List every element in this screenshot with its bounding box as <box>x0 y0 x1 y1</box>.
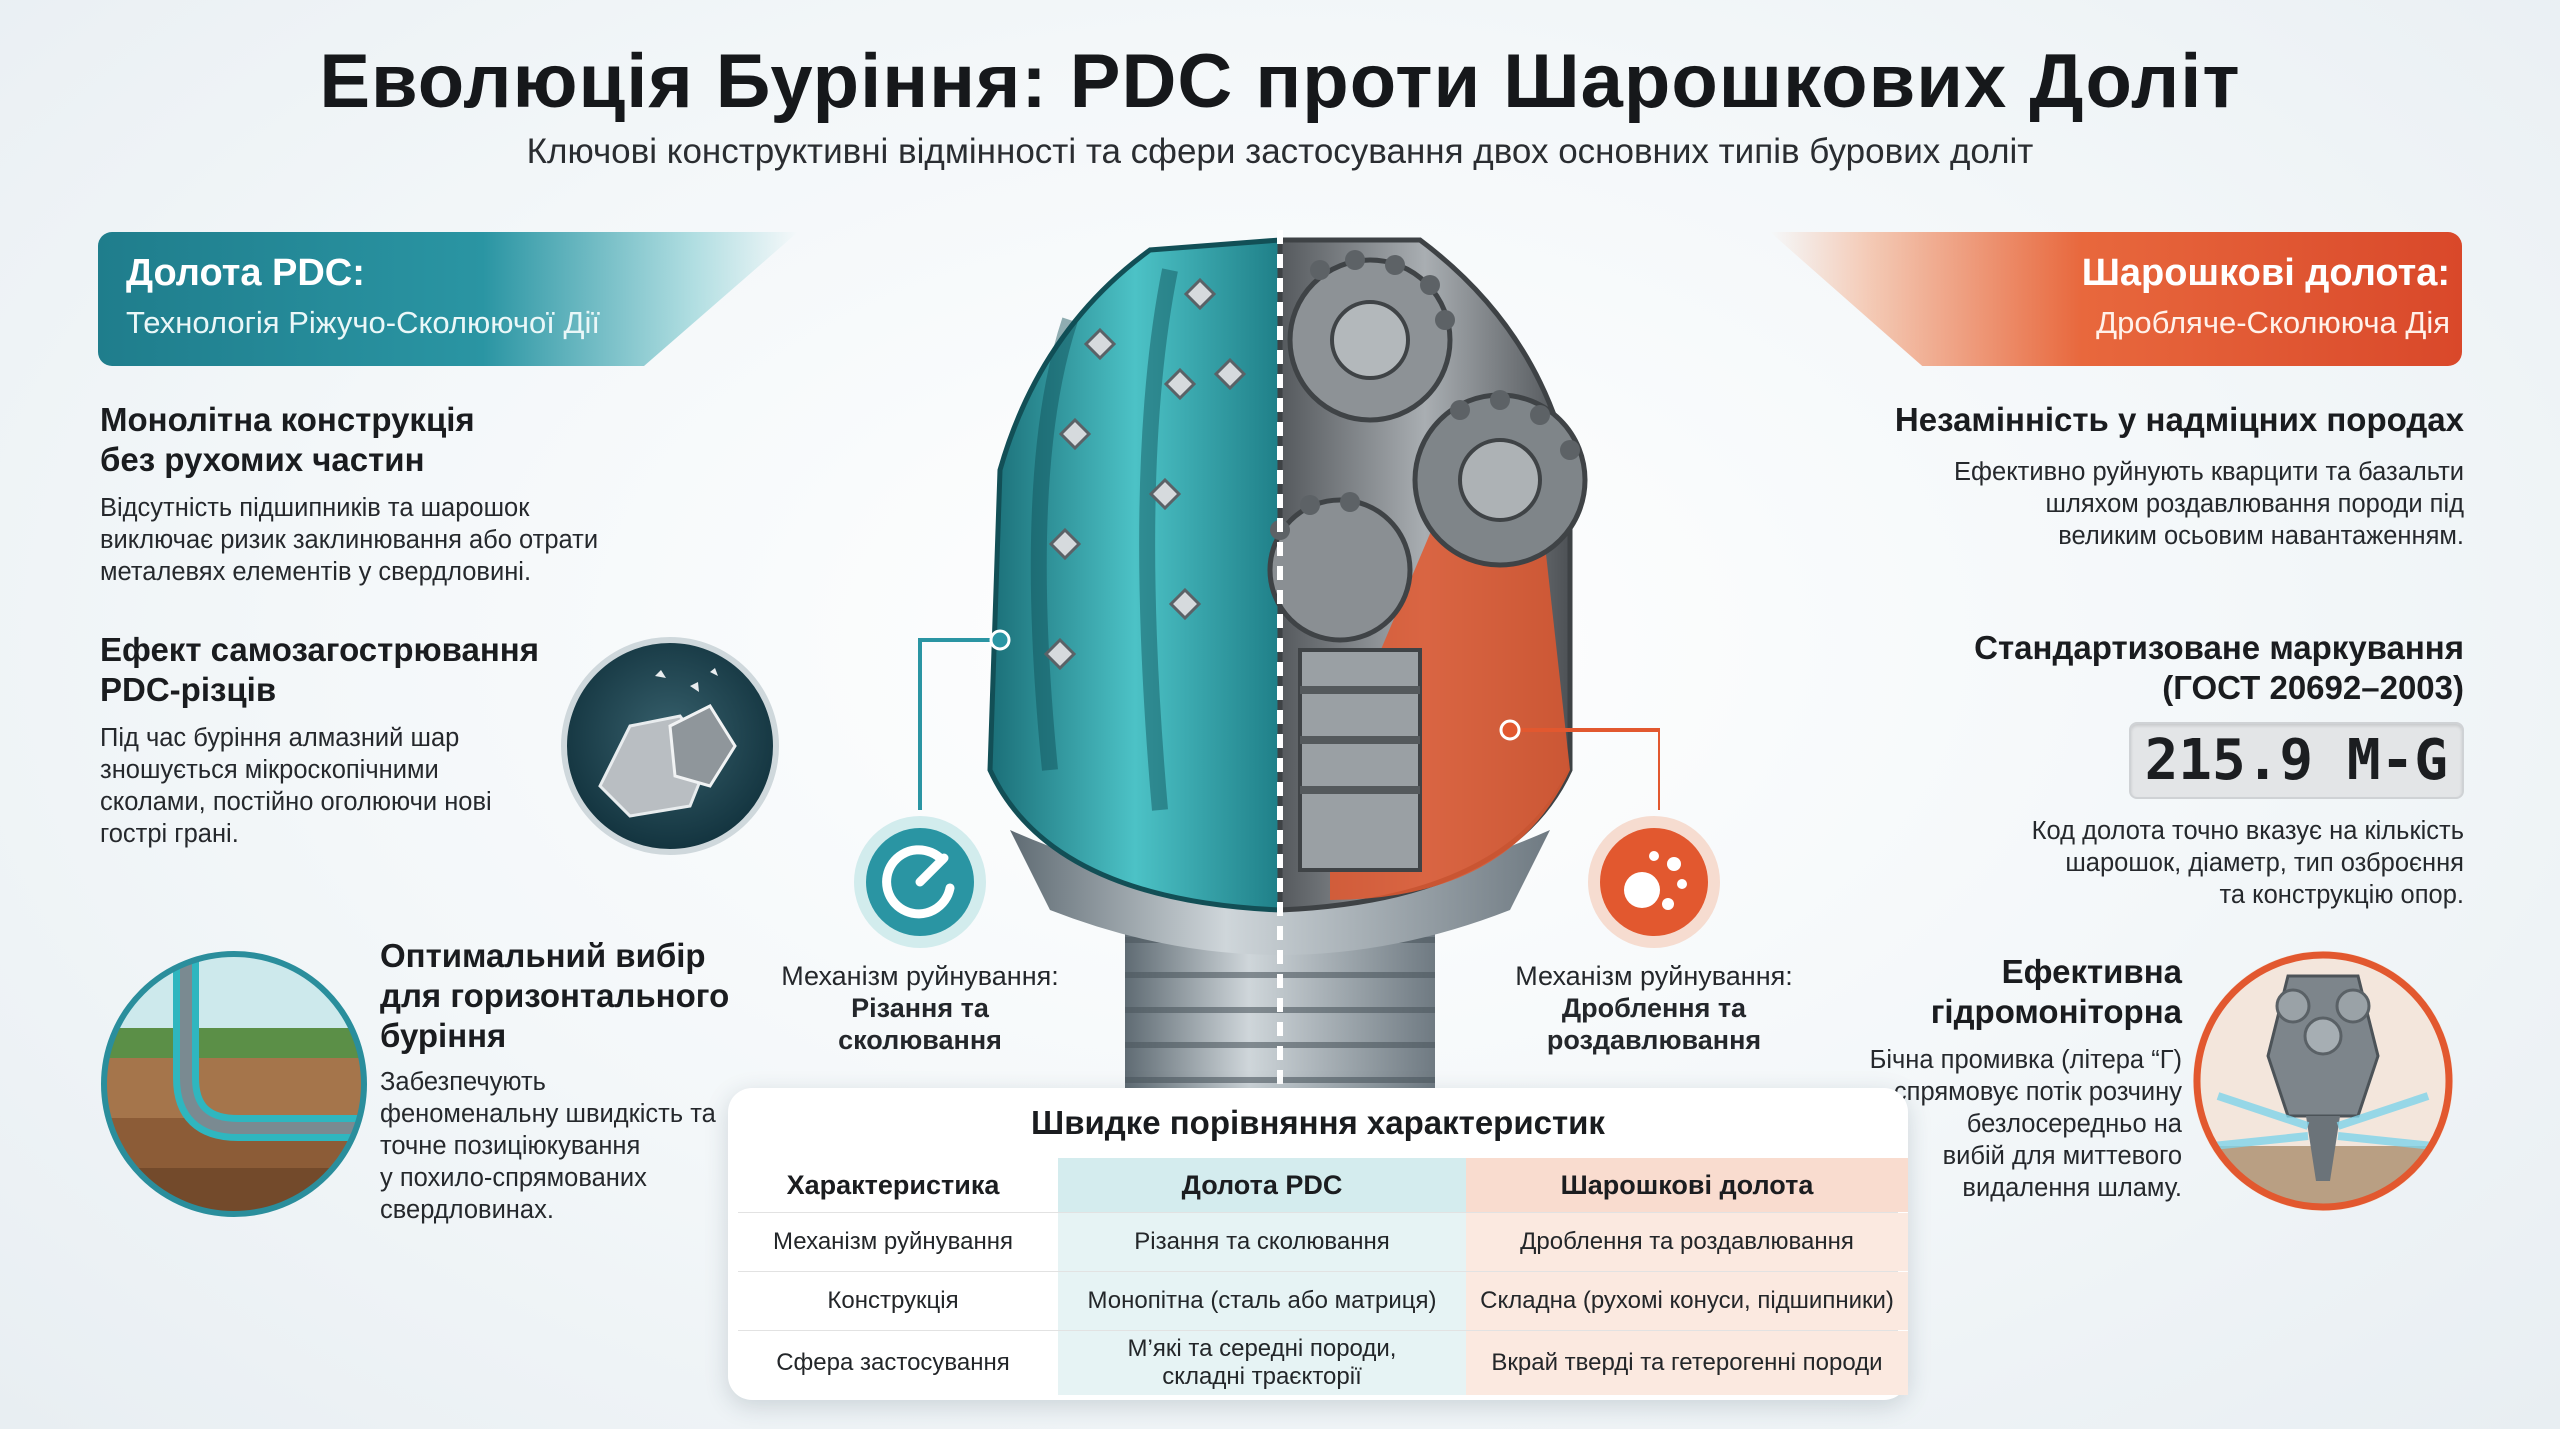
mechanism-label: Механізм руйнування: <box>781 961 1059 991</box>
feature-heading: Ефект самозагострювання PDC-різців <box>100 631 539 708</box>
table-cell: М’які та середні породи, складні траєкто… <box>1058 1331 1466 1395</box>
table-header-row: Характеристика Долота PDC Шарошкові доло… <box>728 1158 1908 1212</box>
roller-feature-hard-rock: Незамінність у надміцних породах Ефектив… <box>1844 400 2464 552</box>
feature-heading: Монолітна конструкція без рухомих частин <box>100 401 475 478</box>
pdc-feature-horizontal: Оптимальний вибір для горизонтального бу… <box>380 936 760 1226</box>
roller-mechanism-caption: Механізм руйнування: Дроблення та роздав… <box>1494 960 1814 1056</box>
page-subtitle: Ключові конструктивні відмінності та сфе… <box>526 132 2034 171</box>
feature-heading: Незамінність у надміцних породах <box>1894 401 2464 438</box>
feature-text: Забезпечують феноменальну швидкість та т… <box>380 1068 716 1224</box>
mechanism-value: Дроблення та роздавлювання <box>1546 993 1762 1055</box>
table-cell: Механізм руйнування <box>773 1228 1013 1255</box>
drill-bit-illustration <box>900 210 1662 1115</box>
pdc-feature-monolithic: Монолітна конструкція без рухомих частин… <box>100 400 660 588</box>
table-cell: Дроблення та роздавлювання <box>1466 1213 1908 1271</box>
pdc-cutter-illustration <box>560 636 780 861</box>
feature-text: Ефективно руйнують кварцити та базальти … <box>1954 458 2464 550</box>
feature-text: Відсутність підшипників та шарошок виклю… <box>100 494 599 586</box>
pdc-banner-text: Долота PDC: Технологія Ріжучо-Сколюючої … <box>126 252 600 341</box>
pdc-mechanism-caption: Механізм руйнування: Різання та сколюван… <box>760 960 1080 1056</box>
table-row: Сфера застосування М’які та середні поро… <box>728 1331 1908 1395</box>
feature-text: Код долота точно вказує на кількість шар… <box>2031 817 2464 909</box>
mechanism-label: Механізм руйнування: <box>1515 961 1793 991</box>
roller-feature-marking: Стандартизоване маркування (ГОСТ 20692–2… <box>1844 628 2464 911</box>
table-header-cell: Шарошкові долота <box>1466 1158 1908 1212</box>
table-row: Механізм руйнування Різання та сколюванн… <box>728 1213 1908 1271</box>
feature-heading: Ефективна гідромоніторна <box>1930 953 2182 1030</box>
table-cell: Вкрай тверді та гетерогенні породи <box>1466 1331 1908 1395</box>
page-title: Еволюція Буріння: PDC проти Шарошкових Д… <box>319 39 2241 124</box>
feature-heading: Оптимальний вибір для горизонтального бу… <box>380 937 730 1054</box>
roller-feature-hydromonitor: Ефективна гідромоніторна Бічна промивка … <box>1826 952 2182 1204</box>
pdc-feature-self-sharpening: Ефект самозагострювання PDC-різців Під ч… <box>100 630 560 850</box>
feature-text: Бічна промивка (літера “Г) спрямовує пот… <box>1869 1046 2182 1202</box>
table-row: Конструкція Монопітна (сталь або матриця… <box>728 1272 1908 1330</box>
roller-banner-subtitle: Дробляче-Сколююча Дія <box>2096 305 2450 340</box>
hydromonitor-illustration <box>2188 946 2458 1221</box>
table-cell: Складна (рухомі конуси, підшипники) <box>1466 1272 1908 1330</box>
pdc-banner-subtitle: Технологія Ріжучо-Сколюючої Дії <box>126 305 600 340</box>
table-cell: Сфера застосування <box>776 1349 1010 1376</box>
roller-banner-text: Шарошкові долота: Дробляче-Сколююча Дія <box>2082 252 2450 341</box>
crushing-mechanism-icon <box>1584 812 1724 957</box>
feature-heading: Стандартизоване маркування (ГОСТ 20692–2… <box>1974 629 2464 706</box>
cutting-mechanism-icon <box>850 812 990 957</box>
table-cell: Різання та сколювання <box>1058 1213 1466 1271</box>
gost-code-badge: 215.9 M-G <box>2128 722 2464 799</box>
comparison-table-card: Швидке порівняння характеристик Характер… <box>728 1088 1908 1400</box>
table-cell: Конструкція <box>827 1287 959 1314</box>
table-header-cell: Долота PDC <box>1058 1158 1466 1212</box>
roller-banner-title: Шарошкові долота: <box>2081 252 2450 294</box>
table-header-cell: Характеристика <box>786 1170 1000 1200</box>
comparison-title: Швидке порівняння характеристик <box>1031 1104 1605 1141</box>
table-cell: Монопітна (сталь або матриця) <box>1058 1272 1466 1330</box>
pdc-banner-title: Долота PDC: <box>126 252 365 294</box>
horizontal-well-illustration <box>98 948 370 1225</box>
feature-text: Під час буріння алмазний шар зношується … <box>100 724 492 848</box>
mechanism-value: Різання та сколювання <box>838 993 1002 1055</box>
comparison-table: Характеристика Долота PDC Шарошкові доло… <box>728 1158 1908 1395</box>
